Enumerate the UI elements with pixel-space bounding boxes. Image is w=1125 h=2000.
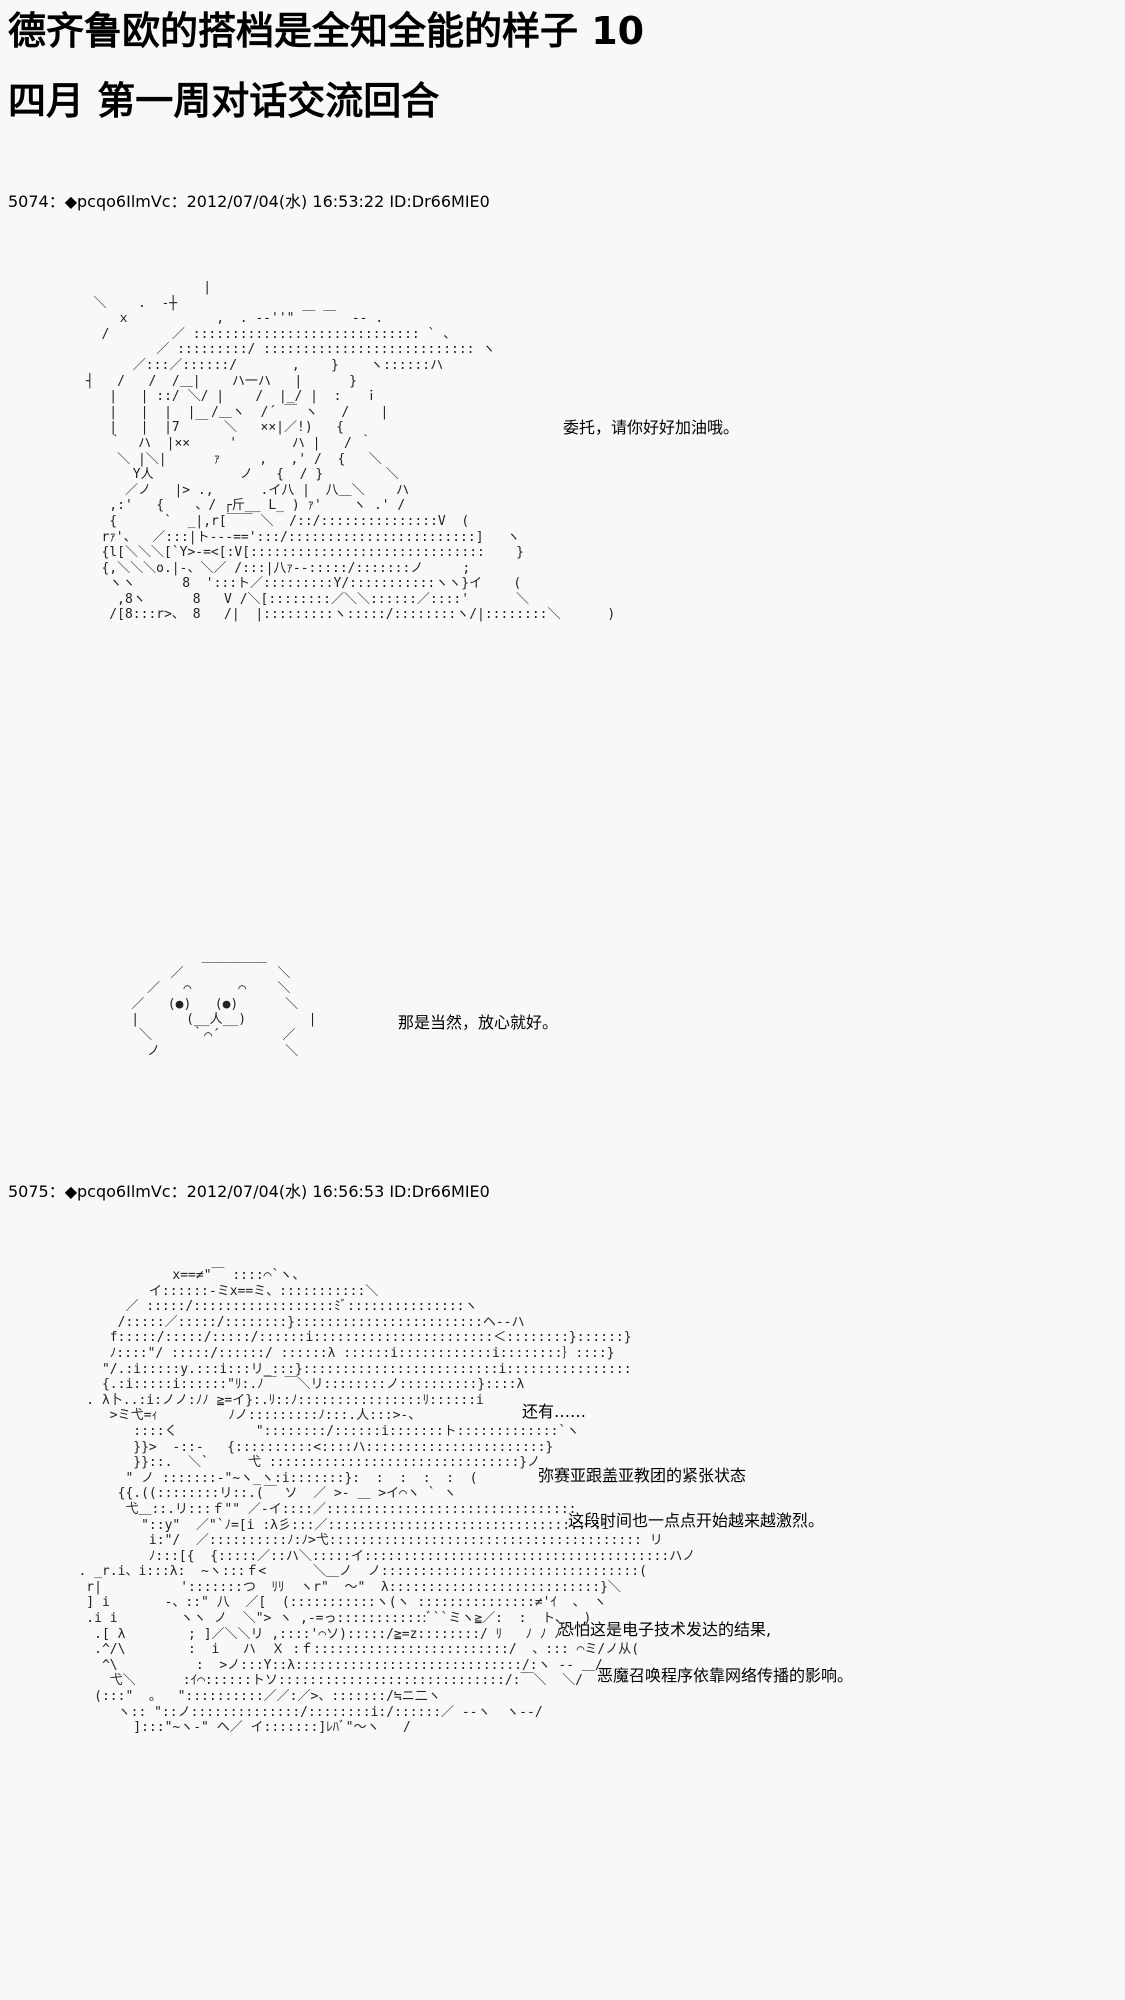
ascii-art-character-boy: x==≠"￣ ::::⌒`ヽ、 イ::::::-ミx==ミ、::::::::::…	[78, 1268, 696, 1736]
page-subtitle: 四月 第一周对话交流回合	[8, 79, 440, 123]
ascii-art-character-girl: | ＼ . -┼ ｘ , . -‐''" ￣ ￣ ‐- . / ／ ::::::…	[85, 280, 616, 623]
page-title: 德齐鲁欧的搭档是全知全能的样子 10	[8, 9, 645, 53]
dialog-line: 弥赛亚跟盖亚教团的紧张状态	[538, 1466, 747, 1485]
dialog-line: 这段时间也一点点开始越来越激烈。	[568, 1511, 825, 1530]
post-header: 5074：◆pcqo6IlmVc：2012/07/04(水) 16:53:22 …	[8, 192, 490, 211]
ascii-art-simple-face: ＿＿＿＿＿ ／ ＼ ／ ⌒ ⌒ ＼ ／ (●) (●) ＼ | (__人__) …	[131, 950, 317, 1059]
dialog-line: 恶魔召唤程序依靠网络传播的影响。	[597, 1666, 854, 1685]
dialog-line: 那是当然，放心就好。	[398, 1013, 559, 1032]
dialog-line: 委托，请你好好加油哦。	[563, 418, 740, 437]
post-header: 5075：◆pcqo6IlmVc：2012/07/04(水) 16:56:53 …	[8, 1182, 490, 1201]
dialog-line: 恐怕这是电子技术发达的结果,	[558, 1620, 772, 1639]
dialog-line: 还有……	[522, 1402, 587, 1421]
